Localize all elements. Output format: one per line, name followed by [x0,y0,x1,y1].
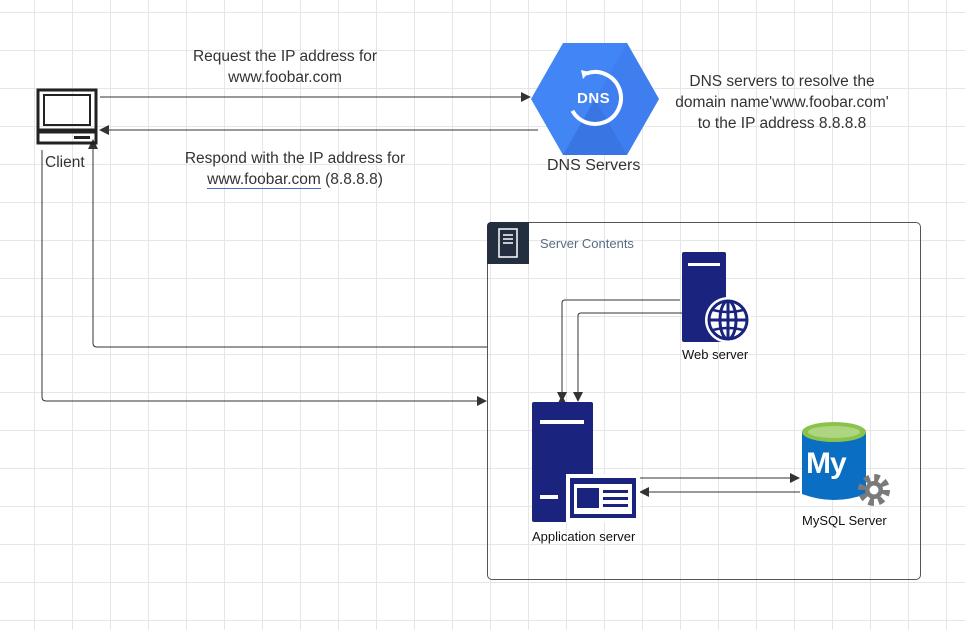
application-server-label: Application server [532,529,636,544]
response-label: Respond with the IP address for www.foob… [184,150,406,189]
server-contents-group [487,222,921,580]
server-to-client-arrow [88,139,487,348]
mysql-label: MySQL Server [802,513,887,528]
dns-label: DNS Servers [547,157,641,174]
dns-description: DNS servers to resolve the domain name'w… [675,73,889,132]
application-server-icon [532,402,640,522]
app-to-web-arrow [561,299,680,402]
server-group-header [487,222,529,264]
mysql-database-icon [802,422,890,506]
dns-server-icon [531,43,659,155]
web-to-app-arrow [573,312,682,402]
web-server-icon [682,252,751,343]
server-group-label: Server Contents [540,236,634,251]
client-computer-icon [36,88,98,145]
response-link[interactable]: www.foobar.com [207,171,321,189]
request-label: Request the IP address for www.foobar.co… [192,48,378,86]
client-label: Client [45,154,85,171]
dns-badge-text: DNS [577,90,611,107]
client-to-server-arrow [41,150,487,406]
mysql-logo-text: My [806,447,847,480]
web-server-label: Web server [682,347,749,362]
server-rack-icon [498,228,518,258]
